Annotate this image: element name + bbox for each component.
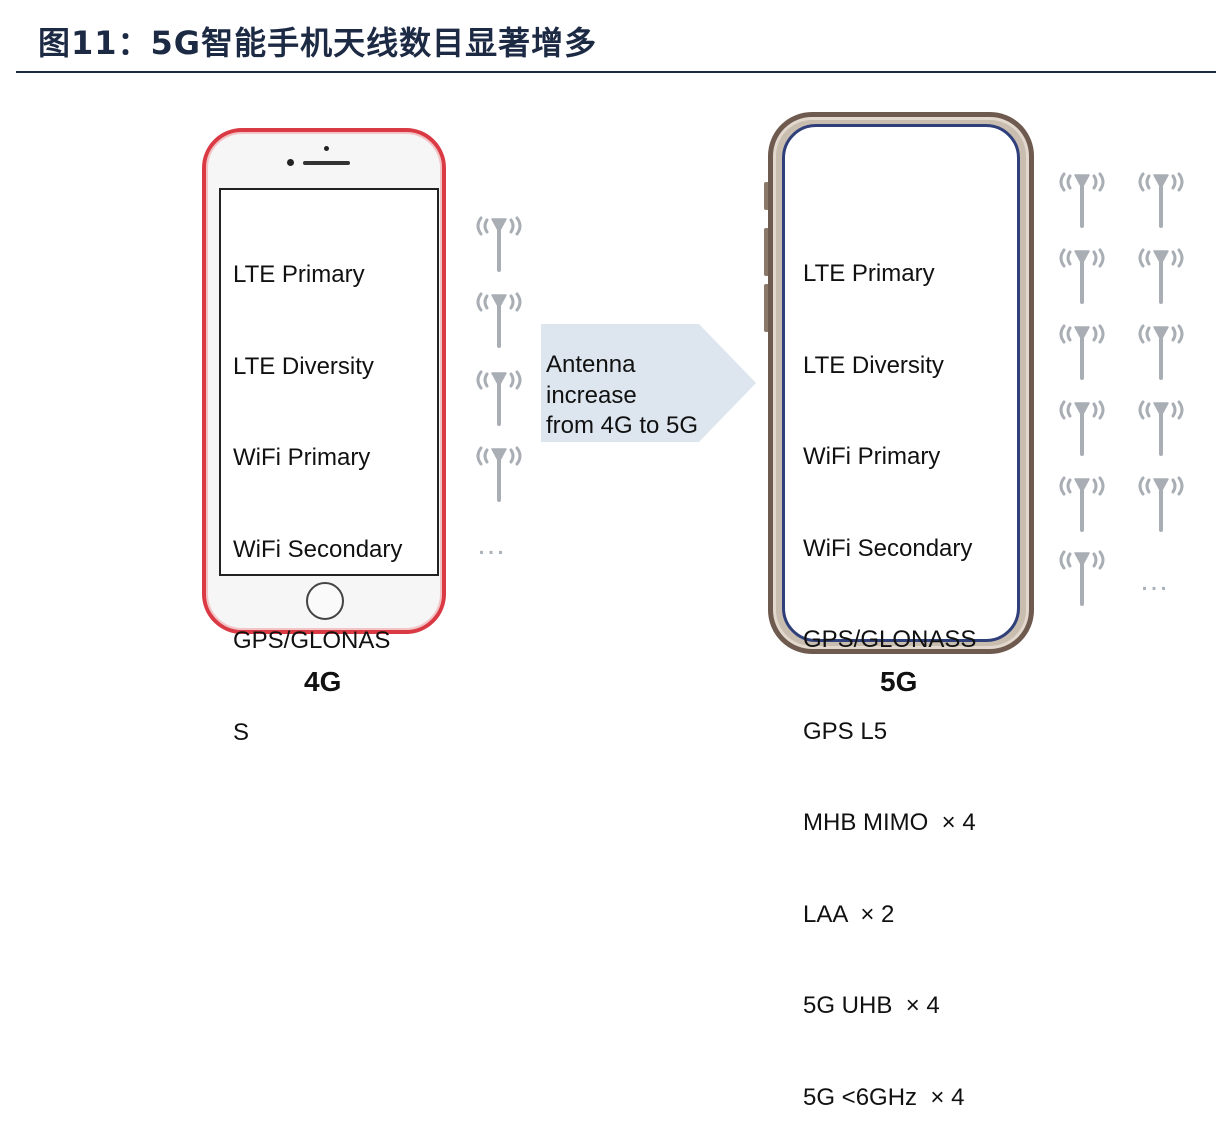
antenna-item: LAA × 2 <box>803 900 895 928</box>
caption-4g: 4G <box>304 666 342 697</box>
antenna-item: LTE Diversity <box>803 351 944 379</box>
caption-5g: 5G <box>880 666 918 697</box>
antenna-icon <box>1059 324 1105 380</box>
antenna-item: GPS L5 <box>803 717 888 745</box>
phone-5g-screen <box>782 124 1020 642</box>
home-button <box>306 582 344 620</box>
side-button <box>764 182 769 210</box>
antenna-icon <box>1138 324 1184 380</box>
volume-down-button <box>764 284 769 332</box>
antenna-icon <box>1059 400 1105 456</box>
increase-arrow <box>541 324 756 442</box>
volume-up-button <box>764 228 769 276</box>
antenna-icon <box>1059 172 1105 228</box>
antenna-item: 5G <6GHz × 4 <box>803 1083 965 1111</box>
antenna-item: S <box>233 718 250 746</box>
antenna-icon <box>1059 550 1105 606</box>
arrow-caption: Antenna increase from 4G to 5G <box>546 350 698 442</box>
antenna-list-4g: LTE Primary LTE Diversity WiFi Primary W… <box>233 199 402 779</box>
arrow-caption-line: from 4G to 5G <box>546 412 699 439</box>
antenna-item: 5G UHB × 4 <box>803 992 940 1019</box>
phone-4g-screen <box>219 188 439 576</box>
antenna-item: LTE Diversity <box>233 352 374 380</box>
antenna-icon <box>476 446 522 502</box>
antenna-item: MHB MIMO × 4 <box>803 809 976 836</box>
antenna-icon <box>1138 476 1184 532</box>
antenna-item: WiFi Secondary <box>803 534 973 562</box>
ellipsis: … <box>1139 564 1175 597</box>
arrow-caption-line: increase <box>546 381 637 409</box>
antenna-icon <box>476 216 522 272</box>
antenna-item: WiFi Primary <box>233 444 371 471</box>
front-camera <box>324 146 329 151</box>
antenna-icon <box>1138 400 1184 456</box>
antenna-icon <box>1138 172 1184 228</box>
antenna-item: GPS/GLONAS <box>233 627 391 654</box>
antenna-item: WiFi Secondary <box>233 535 403 563</box>
phone-5g <box>768 112 1034 654</box>
antenna-icon <box>1059 248 1105 304</box>
sensor-dot <box>287 159 294 166</box>
antenna-item: WiFi Primary <box>803 443 941 470</box>
antenna-item: LTE Primary <box>803 260 935 287</box>
antenna-icon <box>1059 476 1105 532</box>
antenna-item: LTE Primary <box>233 261 365 288</box>
phone-4g <box>202 128 446 634</box>
antenna-icon <box>476 370 522 426</box>
page-title: 图11：5G智能手机天线数目显著增多 <box>38 24 598 62</box>
earpiece-speaker <box>303 161 350 165</box>
title-divider <box>16 71 1216 73</box>
antenna-icon <box>1138 248 1184 304</box>
antenna-item: GPS/GLONASS <box>803 626 977 653</box>
arrow-caption-line: Antenna <box>546 351 636 378</box>
ellipsis: … <box>476 528 512 561</box>
antenna-icon <box>476 292 522 348</box>
